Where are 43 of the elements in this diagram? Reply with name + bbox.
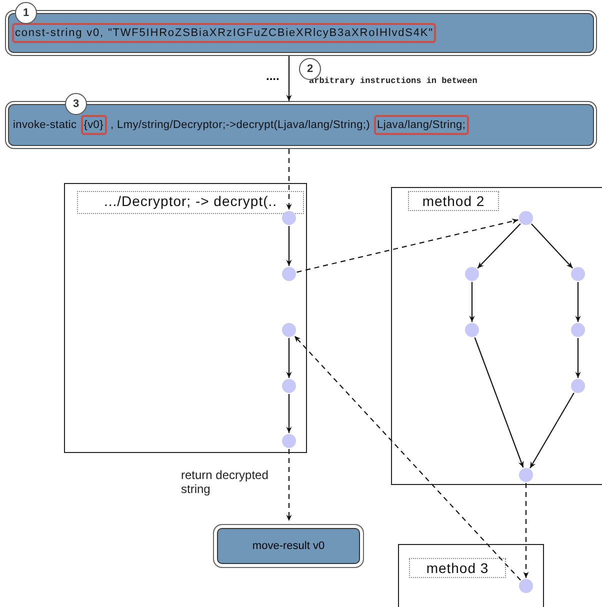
highlighted-code: const-string v0, "TWF5IHRoZSBiaXRzIGFuZCBieXRlcyB3aXRoIHlvdS4K" — [12, 23, 436, 43]
code-text: invoke-static — [12, 118, 78, 133]
arrow — [474, 337, 524, 468]
highlighted-code: Ljava/lang/String; — [374, 115, 469, 135]
arrow — [294, 336, 521, 580]
arrow — [286, 449, 292, 521]
arrow — [286, 338, 292, 378]
method-label: method 2 — [408, 191, 499, 211]
method-frame — [398, 544, 544, 607]
instruction-box — [213, 524, 364, 568]
block-node — [282, 323, 296, 337]
method-label: method 3 — [409, 558, 506, 578]
block-node — [282, 379, 296, 393]
block-node — [465, 323, 479, 337]
arrow — [469, 282, 475, 322]
block-node — [282, 434, 296, 448]
arrow — [286, 149, 292, 210]
arrow — [286, 394, 292, 433]
block-node — [282, 267, 296, 281]
arrow — [531, 223, 573, 269]
block-node — [282, 211, 296, 225]
arrow — [575, 338, 581, 378]
block-node — [519, 579, 533, 593]
method-frame — [64, 183, 307, 453]
step-number: 1 — [15, 2, 37, 24]
code-text: move-result v0 — [252, 540, 325, 552]
block-node — [571, 267, 585, 281]
block-node — [465, 267, 479, 281]
block-node — [571, 379, 585, 393]
highlighted-code: {v0} — [80, 115, 106, 135]
block-node — [519, 211, 533, 225]
block-node — [571, 323, 585, 337]
method-frame — [391, 187, 602, 485]
arrow — [575, 282, 581, 322]
step-number: 3 — [65, 93, 87, 115]
arrow — [477, 223, 521, 269]
arrow — [286, 226, 292, 266]
arrow — [286, 56, 292, 101]
arrow — [530, 392, 574, 468]
block-node — [519, 468, 533, 482]
arrow — [296, 218, 518, 273]
arrow — [523, 483, 529, 578]
code-text: , Lmy/string/Decryptor;->decrypt(Ljava/lang/String;) — [110, 118, 372, 133]
